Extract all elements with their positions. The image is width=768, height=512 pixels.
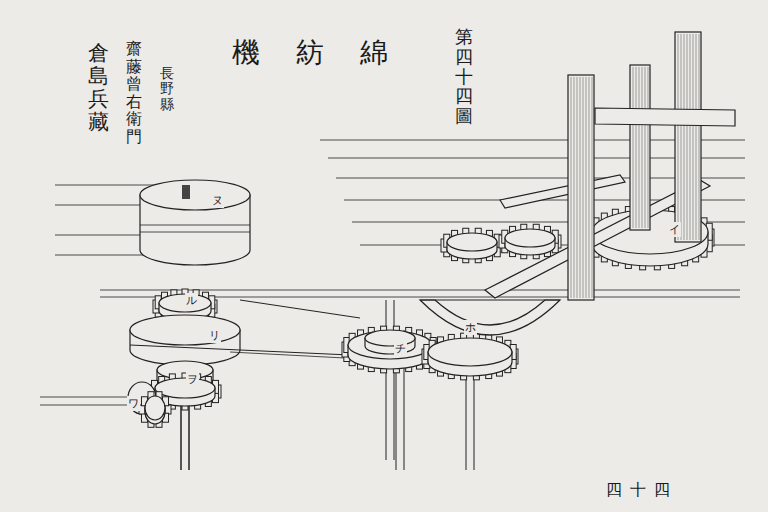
drawing-line xyxy=(586,77,587,298)
drawing-line xyxy=(636,67,637,228)
drawing-line xyxy=(687,34,688,240)
drawing-line xyxy=(230,352,345,358)
part-letter: チ xyxy=(394,341,407,356)
wooden-post xyxy=(568,75,594,300)
drawing-line xyxy=(240,300,360,318)
part-letter: イ xyxy=(668,222,681,237)
drawing-line xyxy=(696,34,697,240)
curved-arm xyxy=(420,300,560,335)
part-letter: ワ xyxy=(127,396,140,411)
pulley xyxy=(140,180,250,265)
drawing-line xyxy=(140,225,250,226)
gear xyxy=(139,392,171,428)
drawing-line xyxy=(386,300,387,460)
drawing-line xyxy=(580,77,581,298)
beam xyxy=(595,108,735,126)
gear-body xyxy=(145,396,165,424)
drawing-line xyxy=(645,67,646,228)
drawing-line xyxy=(681,34,682,240)
gear xyxy=(342,326,438,373)
figure-number: 第四十四圖 xyxy=(455,28,473,127)
drawing-line xyxy=(642,67,643,228)
wooden-post xyxy=(675,32,701,242)
gear-body xyxy=(447,233,497,259)
drawing-line xyxy=(633,67,634,228)
pulley xyxy=(365,330,415,354)
gear xyxy=(499,224,561,258)
drawing-line xyxy=(583,77,584,298)
drawing-line xyxy=(40,405,130,406)
drawing-line xyxy=(589,77,590,298)
wooden-post xyxy=(630,65,650,230)
drawing-line xyxy=(639,67,640,228)
owner-name: 倉島兵藏 xyxy=(88,42,109,134)
drawing-line xyxy=(592,77,593,298)
drawing-line xyxy=(40,397,130,398)
gear-body xyxy=(348,331,432,369)
gear-body xyxy=(428,338,512,376)
pulley xyxy=(130,315,240,365)
drawing-line xyxy=(577,77,578,298)
drawing-line xyxy=(678,34,679,240)
drawing-line xyxy=(130,345,350,355)
shaft-end xyxy=(182,185,190,199)
part-letter: ヲ xyxy=(186,372,199,387)
drawing-line xyxy=(574,77,575,298)
part-letter: ル xyxy=(185,293,198,308)
part-letter: ホ xyxy=(464,320,477,335)
page-number: 四十四 xyxy=(606,480,678,501)
part-letter: ヌ xyxy=(211,193,224,208)
prefecture: 長野縣 xyxy=(160,66,174,112)
drawing-line xyxy=(55,185,160,186)
drawing-line xyxy=(693,34,694,240)
drawing-line xyxy=(571,77,572,298)
inventor-name: 齋藤曾右衛門 xyxy=(126,40,142,146)
title: 綿紡機 xyxy=(232,34,424,72)
drawing-line xyxy=(648,67,649,228)
drawing-line xyxy=(699,34,700,240)
gear xyxy=(441,228,503,262)
gear xyxy=(422,333,518,380)
drawing-line xyxy=(140,232,250,233)
drawing-line xyxy=(684,34,685,240)
drawing-line xyxy=(420,299,560,300)
drawing-line xyxy=(690,34,691,240)
part-letter: リ xyxy=(208,328,221,343)
gear-body xyxy=(505,229,555,255)
board xyxy=(500,175,625,208)
drawing-line xyxy=(394,300,395,460)
